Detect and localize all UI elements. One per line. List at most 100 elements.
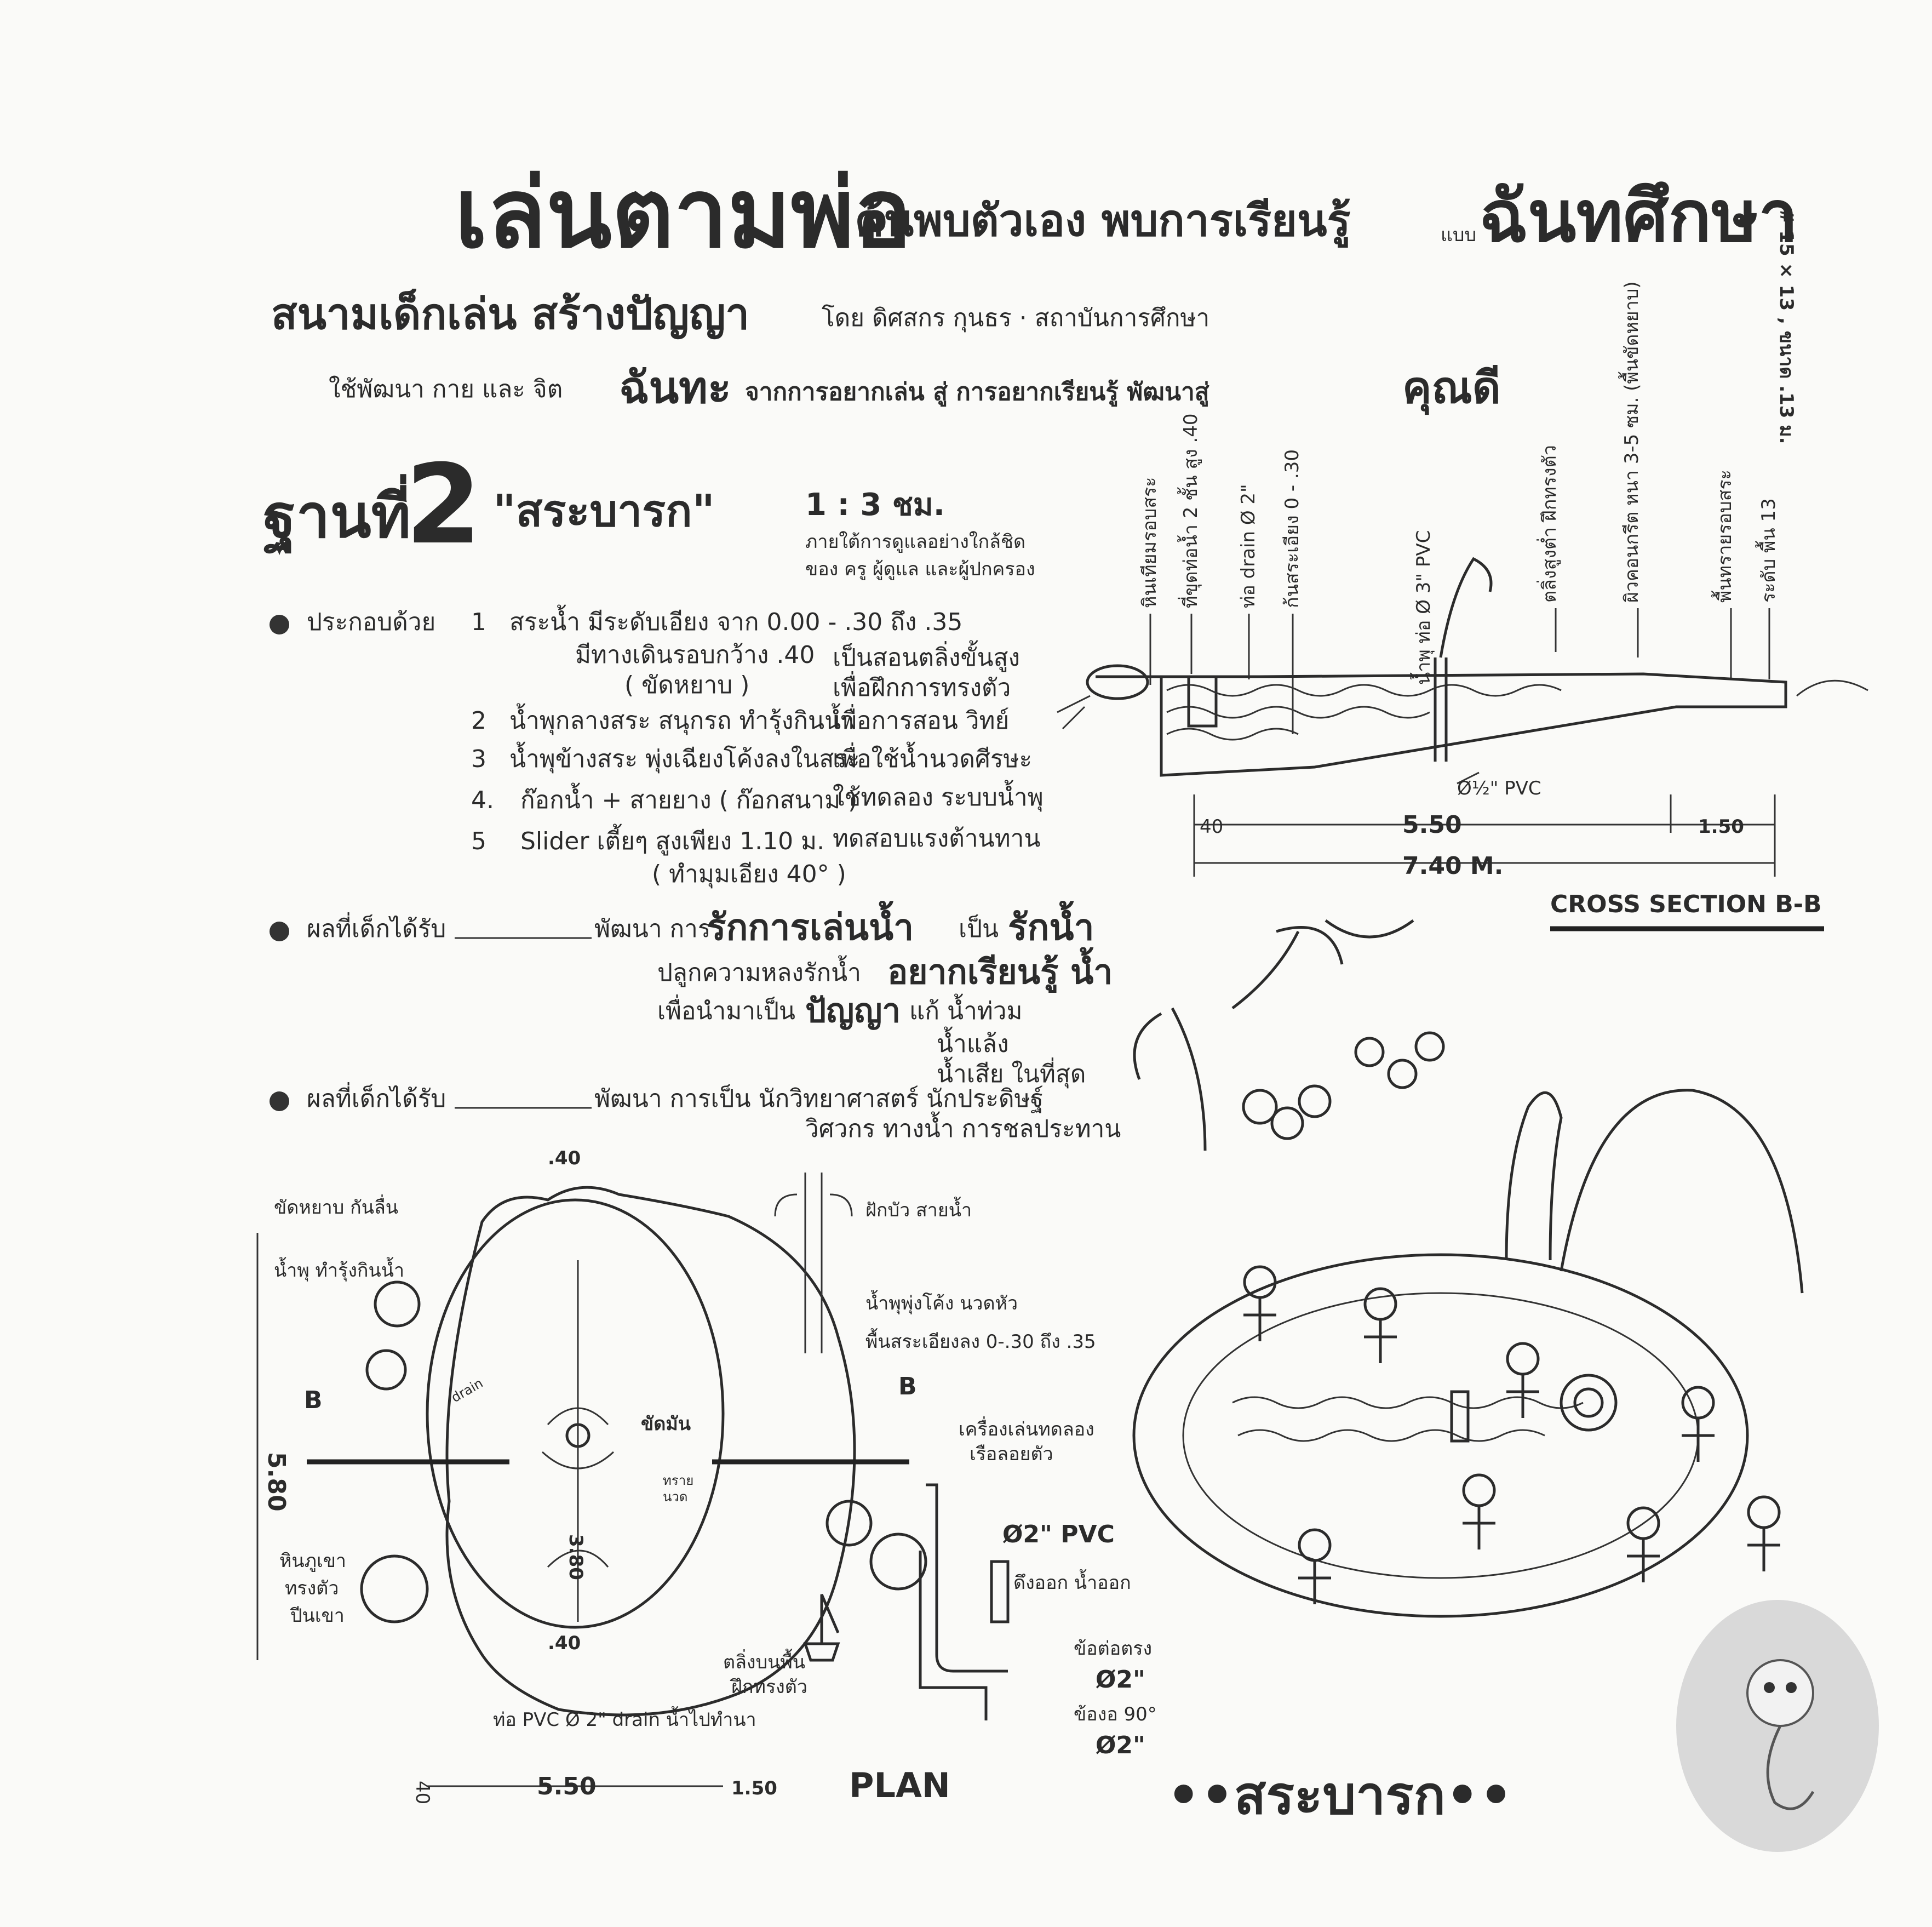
dim-label: 5.80	[262, 1452, 290, 1512]
section-marker-b: B	[304, 1386, 323, 1414]
drain-plug	[990, 1560, 1010, 1623]
cross-section-dimensions: 40 5.50 1.50 7.40 M.	[1193, 794, 1776, 880]
item-purpose: เพื่อฝึกการทรงตัว	[833, 671, 1011, 702]
line3-c: จากการอยากเล่น สู่ การอยากเรียนรู้ พัฒนา…	[745, 378, 1209, 407]
outcome-text: พัฒนา การ	[594, 915, 711, 943]
rock	[365, 1349, 407, 1391]
item-purpose: เป็นสอนตลิ่งขั้นสูง	[833, 640, 1020, 672]
vertical-label: ตลิ่งสูงต่ำ ฝึกทรงตัว	[1537, 445, 1561, 603]
dim-label: 5.50	[537, 1772, 597, 1800]
station-ratio: 1 : 3 ชม.	[805, 487, 945, 523]
plan-label: ข้องอ 90°	[1074, 1703, 1157, 1725]
vertical-label: พื้นทรายรอบสระ	[1711, 470, 1736, 603]
station-heading: ฐานที่ 2 "สระบารก" 1 : 3 ชม. ภายใต้การดู…	[263, 441, 1035, 580]
item-purpose: เพื่อใช้น้ำนวดศีรษะ	[833, 741, 1032, 773]
cross-section-vertical-labels: หินเทียมรอบสระ ที่ขุดท่อน้ำ 2 ชั้น สูง .…	[1139, 281, 1780, 685]
plan-label: เครื่องเล่นทดลอง	[959, 1416, 1094, 1440]
title-rest: ค้นพบตัวเอง พบการเรียนรู้	[855, 195, 1351, 248]
station-label: ฐานที่	[263, 474, 411, 556]
pool-profile	[1096, 672, 1787, 777]
side-vertical-text: # 15 × 13 , ขนาด .13 ม.	[1775, 208, 1797, 444]
item-number: 5	[471, 827, 486, 855]
dim-label: 5.50	[1402, 811, 1462, 839]
vertical-label: ท่อ drain Ø 2"	[1237, 484, 1259, 608]
plan-label: เรือลอยตัว	[970, 1443, 1053, 1465]
plan-label: ท่อ PVC Ø 2" drain น้ำไปทำนา	[493, 1706, 756, 1731]
plan-label: ฝึกทรงตัว	[730, 1676, 807, 1698]
line3-b: ฉันทะ	[619, 362, 731, 413]
vertical-label: ระดับ พื้น 13	[1755, 498, 1780, 603]
item-text: น้ำพุกลางสระ สนุกรถ ทำรุ้งกินน้ำ	[509, 703, 855, 735]
outcome-highlight: ปัญญา	[805, 992, 901, 1030]
dim-label: 40	[411, 1781, 433, 1804]
title-main: เล่นตามพ่อ	[455, 158, 911, 270]
item-number: 1	[471, 608, 486, 636]
cross-section: หินเทียมรอบสระ ที่ขุดท่อน้ำ 2 ชั้น สูง .…	[1057, 281, 1868, 931]
pond-illustration: ••สระบารก••	[1132, 919, 1804, 1826]
plan-label: Ø2"	[1096, 1666, 1145, 1694]
plan-label: ขัดมัน	[641, 1413, 691, 1435]
plan-label: Ø2" PVC	[1002, 1520, 1115, 1548]
vertical-label: ที่ขุดท่อน้ำ 2 ชั้น สูง .40	[1177, 413, 1202, 608]
children	[1243, 1265, 1781, 1604]
shower-post	[774, 1173, 853, 1353]
plan-dimensions: 5.80 3.80 .40 .40 40 5.50 1.50 PLAN	[256, 1147, 950, 1805]
item-text: ( ทำมุมเอียง 40° )	[652, 860, 846, 889]
candle-fountain	[1450, 1390, 1470, 1443]
outcome-text: วิศวกร ทางน้ำ การชลประทาน	[805, 1111, 1121, 1143]
plan-drawing: B B ขัดหยาบ กันลื่น น้ำพุ ทำรุ้งกินน้ำ ห…	[256, 1147, 1157, 1805]
outcome-text: น้ำแล้ง	[937, 1026, 1009, 1058]
outcome-highlight: รักน้ำ	[1008, 900, 1094, 948]
outcome-text: น้ำเสีย ในที่สุด	[937, 1056, 1086, 1089]
plan-label: ดึงออก น้ำออก	[1013, 1569, 1131, 1594]
item-number: 4.	[471, 786, 494, 814]
station-note2: ของ ครู ผู้ดูแล และผู้ปกครอง	[805, 558, 1035, 580]
cross-section-title: CROSS SECTION B-B	[1550, 890, 1822, 918]
list-item: 5 Slider เตี้ยๆ สูงเพียง 1.10 ม. ( ทำมุม…	[471, 824, 1040, 889]
toy-ring	[825, 1500, 873, 1547]
plan-label: ข้อต่อตรง	[1074, 1638, 1152, 1660]
plan-label: ฝักบัว สายน้ำ	[865, 1197, 972, 1221]
title-line2: สนามเด็กเล่น สร้างปัญญา	[271, 289, 749, 339]
item-number: 2	[471, 707, 486, 735]
outcome-text: เพื่อนำมาเป็น	[657, 994, 795, 1025]
plan-label: หินภูเขา	[279, 1550, 346, 1572]
fountain-spray	[1505, 1091, 1563, 1261]
pipe-label: Ø½" PVC	[1457, 777, 1541, 799]
monkey-face-icon	[1746, 1659, 1814, 1727]
item-text: ก๊อกน้ำ + สายยาง ( ก๊อกสนาม )	[520, 782, 857, 814]
plan-labels: ขัดหยาบ กันลื่น น้ำพุ ทำรุ้งกินน้ำ หินภู…	[274, 1194, 1157, 1759]
rock	[1086, 664, 1149, 700]
station-note1: ภายใต้การดูแลอย่างใกล้ชิด	[805, 531, 1025, 553]
fountain-pipe	[1434, 557, 1493, 762]
pond-outer	[1132, 1253, 1749, 1618]
plan-label: ขัดหยาบ กันลื่น	[274, 1194, 398, 1219]
dim-label: 3.80	[565, 1534, 587, 1580]
outcome-1: ผลที่เด็กได้รับ พัฒนา การ รักการเล่นน้ำ …	[270, 900, 1113, 1089]
item-purpose: ทดสอบแรงต้านทาน	[833, 825, 1040, 853]
outcome-2: ผลที่เด็กได้รับ พัฒนา การเป็น นักวิทยาศา…	[270, 1082, 1121, 1143]
title-small: แบบ	[1441, 224, 1476, 246]
plan-label: น้ำพุ ทำรุ้งกินน้ำ	[274, 1257, 404, 1282]
leader-lines	[1149, 608, 1770, 734]
bullet	[270, 922, 289, 941]
outcome-highlight: อยากเรียนรู้ น้ำ	[887, 947, 1113, 993]
rock	[360, 1554, 429, 1623]
list-item: 2 น้ำพุกลางสระ สนุกรถ ทำรุ้งกินน้ำ เพื่อ…	[471, 703, 1009, 735]
bullet	[270, 1091, 289, 1111]
water-ripples	[1232, 1396, 1584, 1442]
dim-label: .40	[548, 1147, 581, 1169]
author: โดย ดิศสกร กุนธร · สถาบันการศึกษา	[822, 304, 1209, 333]
title-end: ฉันทศึกษา	[1479, 175, 1798, 258]
item-number: 3	[471, 745, 486, 773]
dim-label: .40	[548, 1632, 581, 1654]
bullet	[270, 615, 289, 634]
plan-label: นวด	[663, 1489, 687, 1505]
monkey-body-icon	[1766, 1725, 1815, 1810]
dim-label: 1.50	[1698, 816, 1744, 838]
illustration-caption: ••สระบารก••	[1167, 1765, 1513, 1826]
toy-ring	[869, 1533, 927, 1591]
header: เล่นตามพ่อ ค้นพบตัวเอง พบการเรียนรู้ แบบ…	[271, 158, 1798, 444]
station-name: "สระบารก"	[493, 485, 715, 536]
vertical-label: ก้นสระเอียง 0 - .30	[1281, 449, 1303, 608]
